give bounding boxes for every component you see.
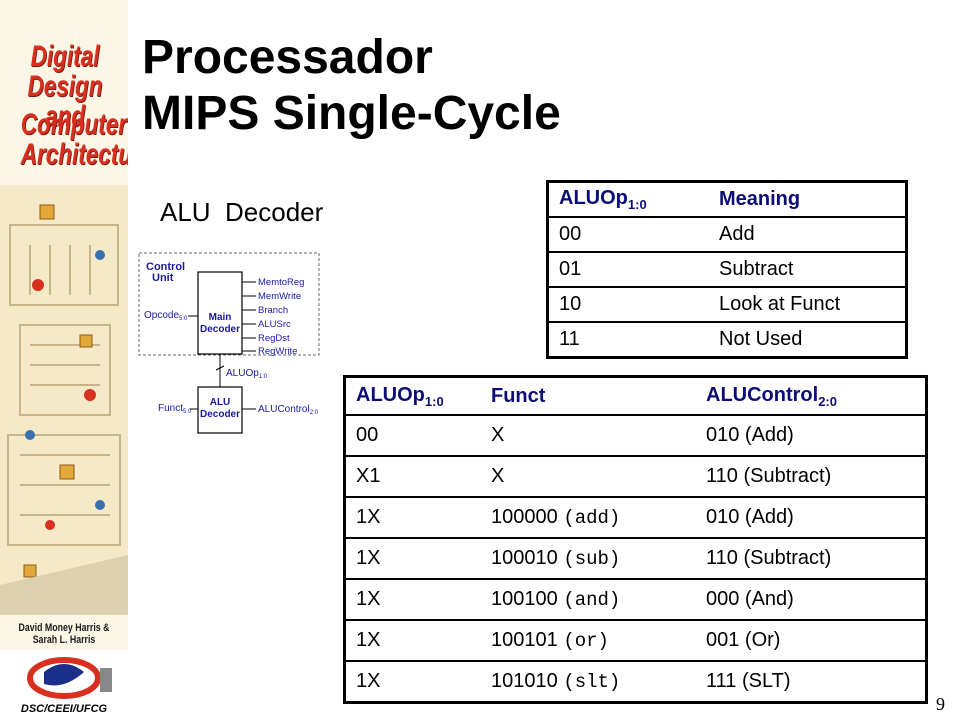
- alu-decoder-box: [197, 386, 243, 434]
- output-memtoreg: MemtoReg: [258, 277, 304, 288]
- logo-icon: [27, 657, 112, 699]
- output-memwrite: MemWrite: [258, 291, 301, 302]
- book-cover-sidebar: Digital Design and Computer Architecture…: [0, 0, 128, 720]
- main-decoder-box: [197, 271, 243, 355]
- cell-alucontrol: 000 (And): [696, 579, 927, 621]
- cell-aluop: X1: [344, 456, 481, 498]
- alu-decoder-truth-table: ALUOp1:0 Funct ALUControl2:0 00 X 010 (A…: [343, 375, 928, 704]
- header-meaning: Meaning: [709, 181, 907, 218]
- cell-alucontrol: 110 (Subtract): [696, 538, 927, 580]
- cell-alucontrol: 110 (Subtract): [696, 456, 927, 498]
- table-row: 1X 100010 (sub) 110 (Subtract): [344, 538, 927, 580]
- cell-funct: 100010 (sub): [481, 538, 696, 580]
- cover-artwork: [0, 185, 128, 615]
- cell-meaning: Subtract: [709, 252, 907, 288]
- cell-funct: 100100 (and): [481, 579, 696, 621]
- logo-caption: DSC/CEEI/UFCG: [20, 703, 108, 715]
- cover-title-line-1: Digital Design and: [27, 40, 103, 133]
- funct-label: Funct5:0: [158, 403, 192, 415]
- cell-alucontrol: 010 (Add): [696, 415, 927, 457]
- section-heading: ALU Decoder: [160, 197, 324, 227]
- cover-authors: David Money Harris & Sarah L. Harris: [18, 622, 110, 646]
- header-funct: Funct: [481, 376, 696, 416]
- cell-funct: 100101 (or): [481, 620, 696, 662]
- cell-funct: 101010 (slt): [491, 670, 621, 693]
- table-row: 1X 100100 (and) 000 (And): [344, 579, 927, 621]
- cell-aluop: 00: [344, 415, 481, 457]
- page-title-text: Processador MIPS Single-Cycle: [142, 31, 561, 140]
- alu-decoder-block-diagram: Control Unit Main Decoder Opcode5:0 Memt…: [138, 252, 320, 434]
- department-logo: [0, 650, 128, 720]
- cell-aluop: 11: [559, 328, 580, 350]
- cell-alucontrol: 111 (SLT): [706, 670, 791, 692]
- table-row: X1 X 110 (Subtract): [344, 456, 927, 498]
- alu-decoder-label: ALU: [210, 397, 231, 408]
- cell-funct: 100000 (add): [481, 497, 696, 539]
- cell-aluop: 1X: [356, 670, 381, 692]
- table-row: 1X 100000 (add) 010 (Add): [344, 497, 927, 539]
- control-unit-label: Control: [146, 261, 185, 273]
- cell-alucontrol: 010 (Add): [696, 497, 927, 539]
- output-alusrc: ALUSrc: [258, 319, 291, 330]
- cell-funct: X: [481, 456, 696, 498]
- aluop-bus-label: ALUOp1:0: [226, 368, 268, 380]
- control-unit-label-2: Unit: [152, 272, 174, 284]
- cell-aluop: 00: [547, 217, 709, 253]
- table-row: 1X 101010 (slt) 111 (SLT): [345, 661, 927, 703]
- header-aluop: ALUOp1:0: [547, 181, 709, 218]
- cell-aluop: 1X: [344, 497, 481, 539]
- output-regwrite: RegWrite: [258, 346, 297, 357]
- cell-funct: X: [481, 415, 696, 457]
- output-regdst: RegDst: [258, 333, 290, 344]
- cover-title-line-2: Computer Architecture: [20, 108, 128, 171]
- header-alucontrol: ALUControl2:0: [696, 376, 927, 416]
- alucontrol-label: ALUControl2:0: [258, 404, 319, 416]
- cell-alucontrol: 001 (Or): [696, 620, 927, 662]
- cell-meaning: Add: [709, 217, 907, 253]
- table-header-row: ALUOp1:0 Meaning: [547, 181, 907, 218]
- main-decoder-label-2: Decoder: [200, 324, 240, 335]
- cell-aluop: 10: [547, 287, 709, 323]
- opcode-label: Opcode5:0: [144, 310, 188, 322]
- table-row: 11 Not Used: [548, 322, 907, 358]
- cell-aluop: 1X: [344, 538, 481, 580]
- page-number: 9: [936, 694, 945, 714]
- cell-meaning: Look at Funct: [709, 287, 907, 323]
- table-header-row: ALUOp1:0 Funct ALUControl2:0: [344, 376, 927, 416]
- header-aluop: ALUOp1:0: [344, 376, 481, 416]
- table-row: 00 X 010 (Add): [344, 415, 927, 457]
- cell-aluop: 01: [547, 252, 709, 288]
- cell-meaning: Not Used: [719, 328, 803, 350]
- alu-decoder-label-2: Decoder: [200, 409, 240, 420]
- main-decoder-label: Main: [209, 312, 232, 323]
- table-row: 1X 100101 (or) 001 (Or): [344, 620, 927, 662]
- page-title: Processador MIPS Single-Cycle: [142, 30, 561, 142]
- cell-aluop: 1X: [344, 620, 481, 662]
- cell-aluop: 1X: [344, 579, 481, 621]
- output-branch: Branch: [258, 305, 288, 316]
